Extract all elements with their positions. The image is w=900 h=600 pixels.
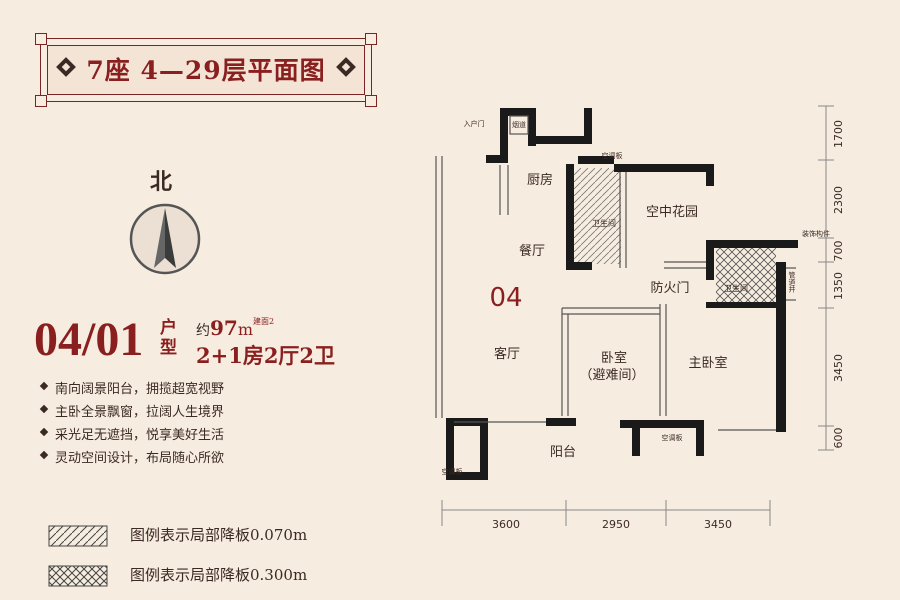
bathroom-1-label: 卫生间 bbox=[592, 218, 616, 228]
bathroom-2-hatch bbox=[716, 246, 776, 306]
legend-label: 图例表示局部降板0.300m bbox=[130, 566, 308, 584]
unit-type-label: 户型 bbox=[160, 318, 177, 358]
banner-corner bbox=[35, 33, 47, 45]
area-prefix: 约 bbox=[196, 323, 210, 339]
banner-corner bbox=[35, 95, 47, 107]
ac-panel-label: 空调板 bbox=[662, 433, 683, 442]
dim-label-right: 600 bbox=[832, 428, 845, 449]
legend-item-diagonal: 图例表示局部降板0.070m bbox=[48, 524, 307, 547]
floor-plan: 04 厨房 餐厅 客厅 卧室 （避难间） 主卧室 阳台 空中花园 防火门 卫生间… bbox=[435, 105, 845, 531]
fire-door-label: 防火门 bbox=[650, 280, 689, 296]
title-banner: 7座 4—29层平面图 bbox=[35, 33, 377, 107]
feature-item: 灵动空间设计，布局随心所欲 bbox=[40, 447, 224, 470]
dim-label-bottom: 2950 bbox=[602, 518, 630, 531]
room-balcony: 阳台 bbox=[550, 445, 576, 460]
dim-label-right: 1350 bbox=[832, 272, 845, 300]
legend-label: 图例表示局部降板0.070m bbox=[130, 526, 308, 544]
room-bedroom: 卧室 bbox=[601, 350, 627, 366]
feature-list: 南向阔景阳台，拥揽超宽视野 主卧全景飘窗，拉阔人生境界 采光足无遮挡，悦享美好生… bbox=[40, 378, 224, 470]
ac-panel-label: 空调板 bbox=[442, 467, 463, 476]
crosshatch-swatch bbox=[48, 565, 108, 587]
area-unit: m bbox=[237, 320, 254, 339]
walls bbox=[446, 108, 798, 480]
shaft-label: 管道井 bbox=[788, 271, 796, 294]
unit-area: 约97m建面2 bbox=[196, 316, 274, 340]
feature-item: 主卧全景飘窗，拉阔人生境界 bbox=[40, 401, 224, 424]
room-bedroom-note: （避难间） bbox=[579, 368, 644, 383]
dim-label-right: 3450 bbox=[832, 354, 845, 382]
unit-layout: 2+1房2厅2卫 bbox=[196, 343, 336, 368]
room-garden: 空中花园 bbox=[646, 204, 698, 220]
bathroom-2-label: 卫生间 bbox=[724, 283, 748, 293]
feature-item: 南向阔景阳台，拥揽超宽视野 bbox=[40, 378, 224, 401]
entrance-label: 入户门 bbox=[464, 119, 485, 128]
banner-corner bbox=[365, 95, 377, 107]
dim-label-right: 700 bbox=[832, 241, 845, 262]
bathroom-1-hatch bbox=[573, 168, 621, 264]
room-dining: 餐厅 bbox=[519, 243, 545, 259]
dim-label-bottom: 3450 bbox=[704, 518, 732, 531]
room-master: 主卧室 bbox=[688, 355, 727, 371]
diagonal-hatch-swatch bbox=[48, 525, 108, 547]
flue-label: 烟道 bbox=[512, 120, 526, 129]
title-banner-inner bbox=[47, 45, 365, 95]
unit-label: 04 bbox=[489, 283, 522, 313]
unit-number: 04/01 bbox=[34, 313, 144, 366]
area-value: 97 bbox=[210, 316, 238, 340]
feature-item: 采光足无遮挡，悦享美好生活 bbox=[40, 424, 224, 447]
room-kitchen: 厨房 bbox=[527, 172, 553, 188]
legend-item-crosshatch: 图例表示局部降板0.300m bbox=[48, 564, 307, 587]
dim-label-right: 1700 bbox=[832, 120, 845, 148]
ac-panel-label: 空调板 bbox=[602, 151, 623, 160]
dim-label-right: 2300 bbox=[832, 186, 845, 214]
decoration-label: 装饰构件 bbox=[802, 229, 830, 238]
page-title: 7座 4—29层平面图 bbox=[86, 56, 326, 85]
thin-walls bbox=[435, 115, 796, 431]
room-living: 客厅 bbox=[494, 346, 520, 362]
north-label: 北 bbox=[150, 169, 173, 195]
banner-corner bbox=[365, 33, 377, 45]
dimension-lines-bottom bbox=[441, 500, 771, 526]
dim-label-bottom: 3600 bbox=[492, 518, 520, 531]
area-sup: 建面2 bbox=[253, 317, 275, 326]
compass-icon bbox=[129, 203, 201, 275]
dimension-lines-right bbox=[818, 105, 834, 451]
